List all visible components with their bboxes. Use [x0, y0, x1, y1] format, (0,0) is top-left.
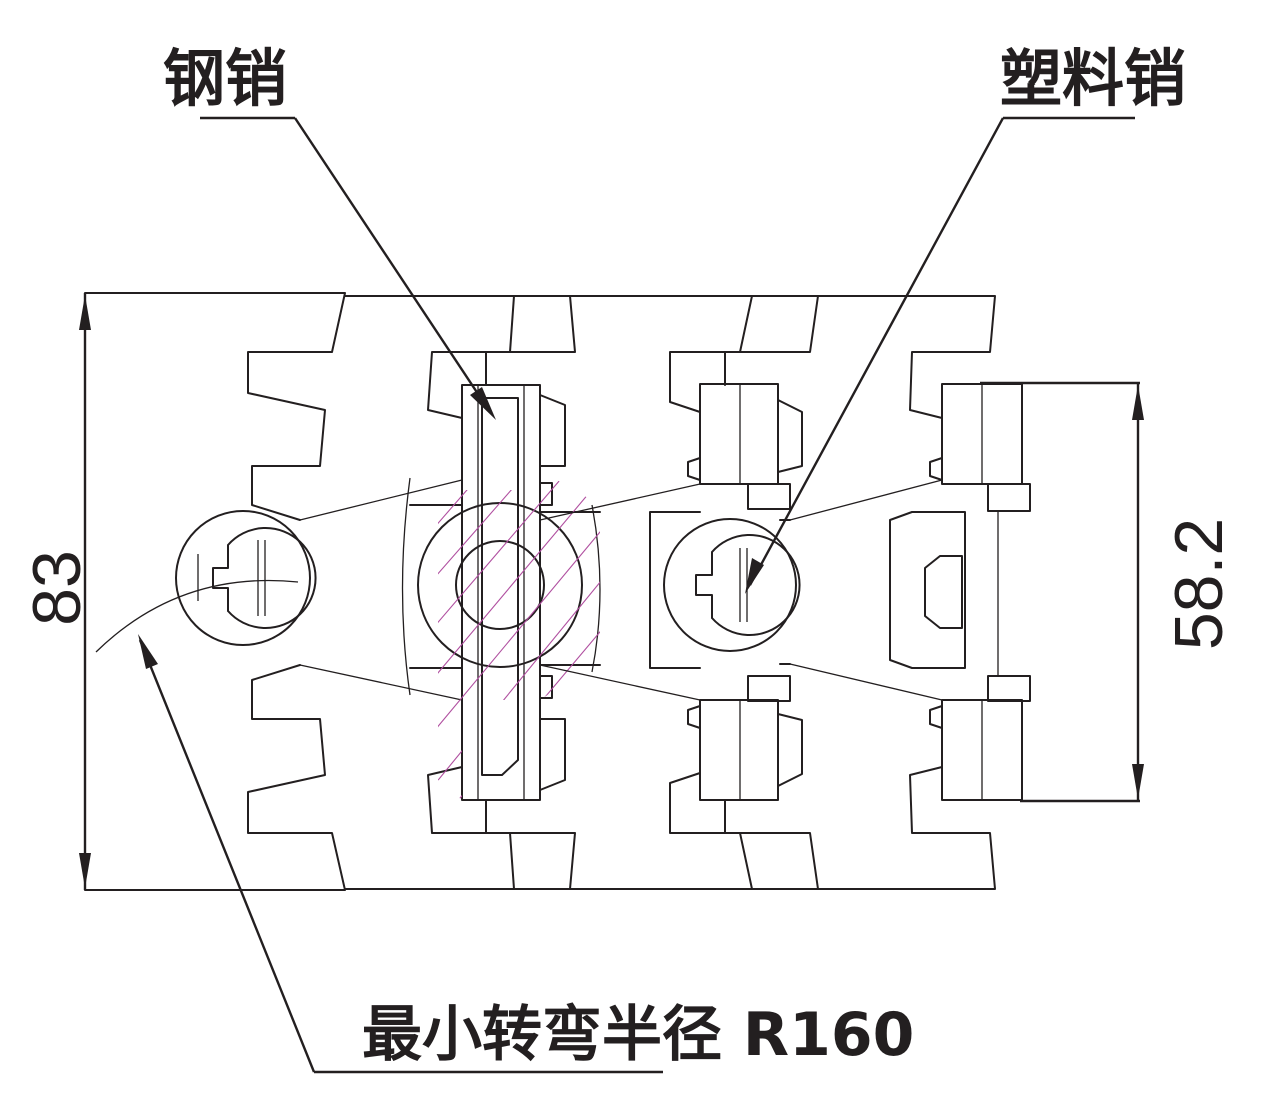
chain-link-4: [889, 383, 1031, 801]
link-2-teeth-top: [513, 295, 753, 413]
label-plastic-pin: 塑料销: [745, 42, 1186, 594]
steel-pin: [481, 397, 519, 776]
plastic-sleeve-top: [699, 383, 779, 485]
dimension-overall-height: 83: [19, 293, 95, 890]
plastic-sleeve-bottom: [699, 699, 779, 801]
steel-pin-housing: [461, 384, 541, 801]
plastic-pin-barrel: [663, 518, 797, 652]
link-1-outline: [84, 292, 346, 891]
right-end-block: [889, 511, 966, 669]
steel-pin-label: 钢销: [163, 42, 287, 115]
turning-radius-arc: [95, 579, 299, 653]
label-min-radius: 最小转弯半径 R160: [138, 634, 914, 1074]
link-1-top-edge: [344, 295, 515, 353]
min-radius-label: 最小转弯半径 R160: [362, 1000, 914, 1070]
dimension-inner-height: 58.2: [980, 381, 1237, 803]
chain-link-3: [649, 295, 996, 890]
steel-pin-hatching: [438, 474, 600, 800]
link-1-bottom-edge: [344, 832, 515, 890]
dimension-58-2-text: 58.2: [1161, 518, 1237, 650]
plastic-pin-slot: [695, 534, 801, 636]
link-2-inner-left-top: [427, 351, 487, 419]
label-steel-pin: 钢销: [163, 42, 496, 420]
chain-link-1: [84, 292, 515, 891]
left-pin-slot: [212, 527, 317, 629]
plastic-pin-label: 塑料销: [1000, 42, 1186, 115]
left-barrel-circle: [175, 510, 311, 646]
link-2-teeth-bottom: [513, 772, 753, 890]
dimension-83-text: 83: [19, 550, 95, 626]
